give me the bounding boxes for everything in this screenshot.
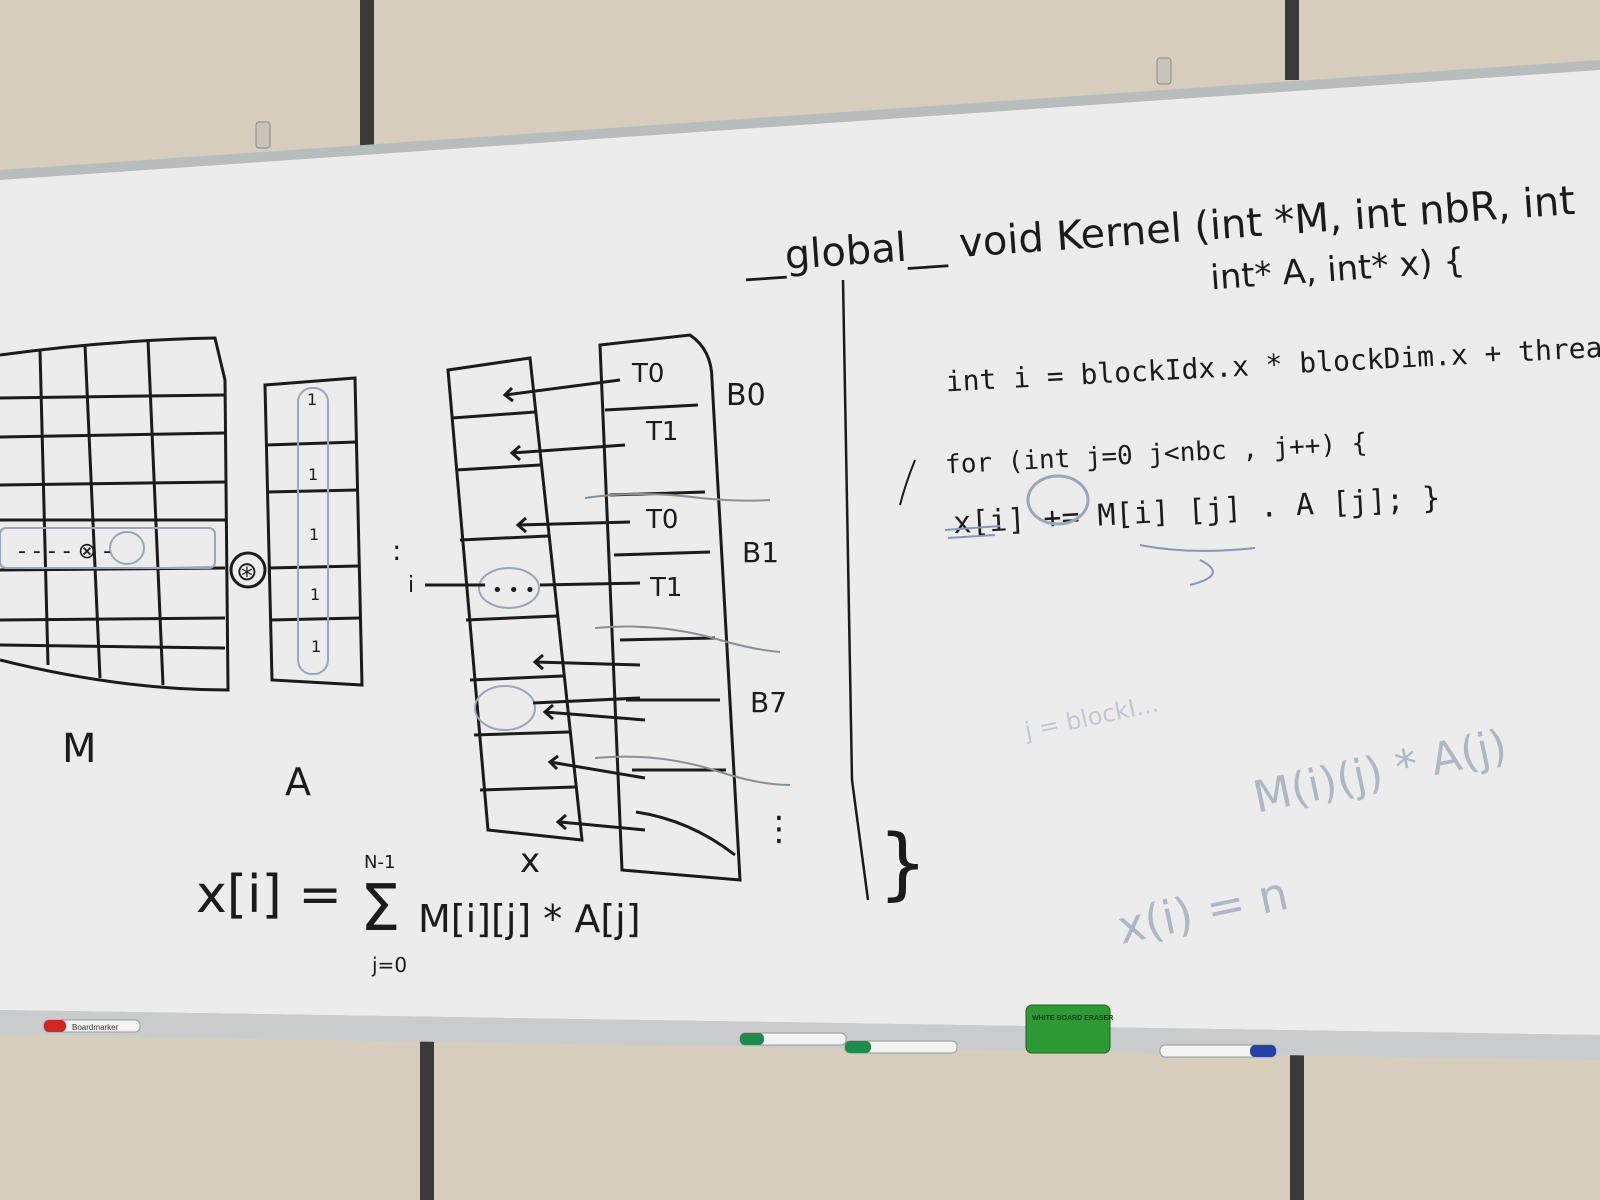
a-cell-2: 1 <box>308 465 318 484</box>
formula-sigma: Σ <box>360 872 400 946</box>
row-index-i: i <box>408 573 414 598</box>
block-label-b1: B1 <box>742 536 779 569</box>
wall-hook-left <box>255 121 271 149</box>
thread-label-t1-b1: T1 <box>649 573 682 603</box>
thread-label-t1-b0: T1 <box>645 417 678 447</box>
code-underlines <box>944 525 1256 586</box>
matrix-m-label: M <box>62 726 97 772</box>
wall-seam-left <box>360 0 374 150</box>
thread-arrows <box>502 378 646 832</box>
a-cell-1: 1 <box>307 390 317 409</box>
whiteboard-eraser[interactable]: WHITE BOARD ERASER <box>1025 1004 1113 1054</box>
thread-column <box>598 333 742 882</box>
formula-lhs: x[i] = <box>196 865 342 925</box>
wall-seam-bottom-right <box>1290 1040 1304 1200</box>
a-cell-4: 1 <box>310 585 320 604</box>
green-marker-2[interactable] <box>844 1040 958 1054</box>
vector-x-grid <box>446 356 584 842</box>
board-surface <box>0 70 1600 1035</box>
wall-seam-right <box>1285 0 1299 80</box>
formula-upper-limit: N-1 <box>364 852 395 873</box>
matrix-m-grid <box>0 336 230 692</box>
wall-seam-bottom-left <box>420 1040 434 1200</box>
vertical-ellipsis: : <box>392 534 401 567</box>
wall-hook-right <box>1156 57 1172 85</box>
vector-a-grid <box>263 376 364 687</box>
closing-brace: } <box>878 819 928 909</box>
green-marker-1[interactable] <box>739 1032 847 1046</box>
matrix-row-dashes: - - - - ⊗ - <box>18 539 111 564</box>
thread-label-t0-b0: T0 <box>631 359 664 389</box>
a-cell-5: 1 <box>311 637 321 656</box>
board-separator <box>841 279 870 901</box>
marker-brand-label: Boardmarker <box>72 1023 119 1032</box>
blue-marker[interactable] <box>1159 1044 1277 1058</box>
a-cell-3: 1 <box>309 525 319 544</box>
red-marker[interactable]: Boardmarker <box>43 1019 141 1033</box>
vector-x-label: x <box>520 841 540 881</box>
eraser-brand-label: WHITE BOARD ERASER <box>1032 1015 1113 1022</box>
block-dividers <box>584 493 791 786</box>
plus-equals-highlight <box>1026 474 1090 526</box>
thread-label-t0-b1: T0 <box>645 505 678 535</box>
formula-lower-limit: j=0 <box>371 953 407 977</box>
bottom-ellipsis: ⋮ <box>762 809 796 849</box>
multiply-circle <box>229 551 267 589</box>
vector-a-label: A <box>285 760 311 804</box>
multiply-symbol: ⊛ <box>236 557 258 587</box>
block-label-b0: B0 <box>726 378 766 413</box>
formula-rhs: M[i][j] * A[j] <box>418 897 641 941</box>
code-bracket-mark <box>899 459 916 506</box>
x-row-dots: • • • <box>492 580 535 601</box>
block-label-b7: B7 <box>750 686 787 719</box>
